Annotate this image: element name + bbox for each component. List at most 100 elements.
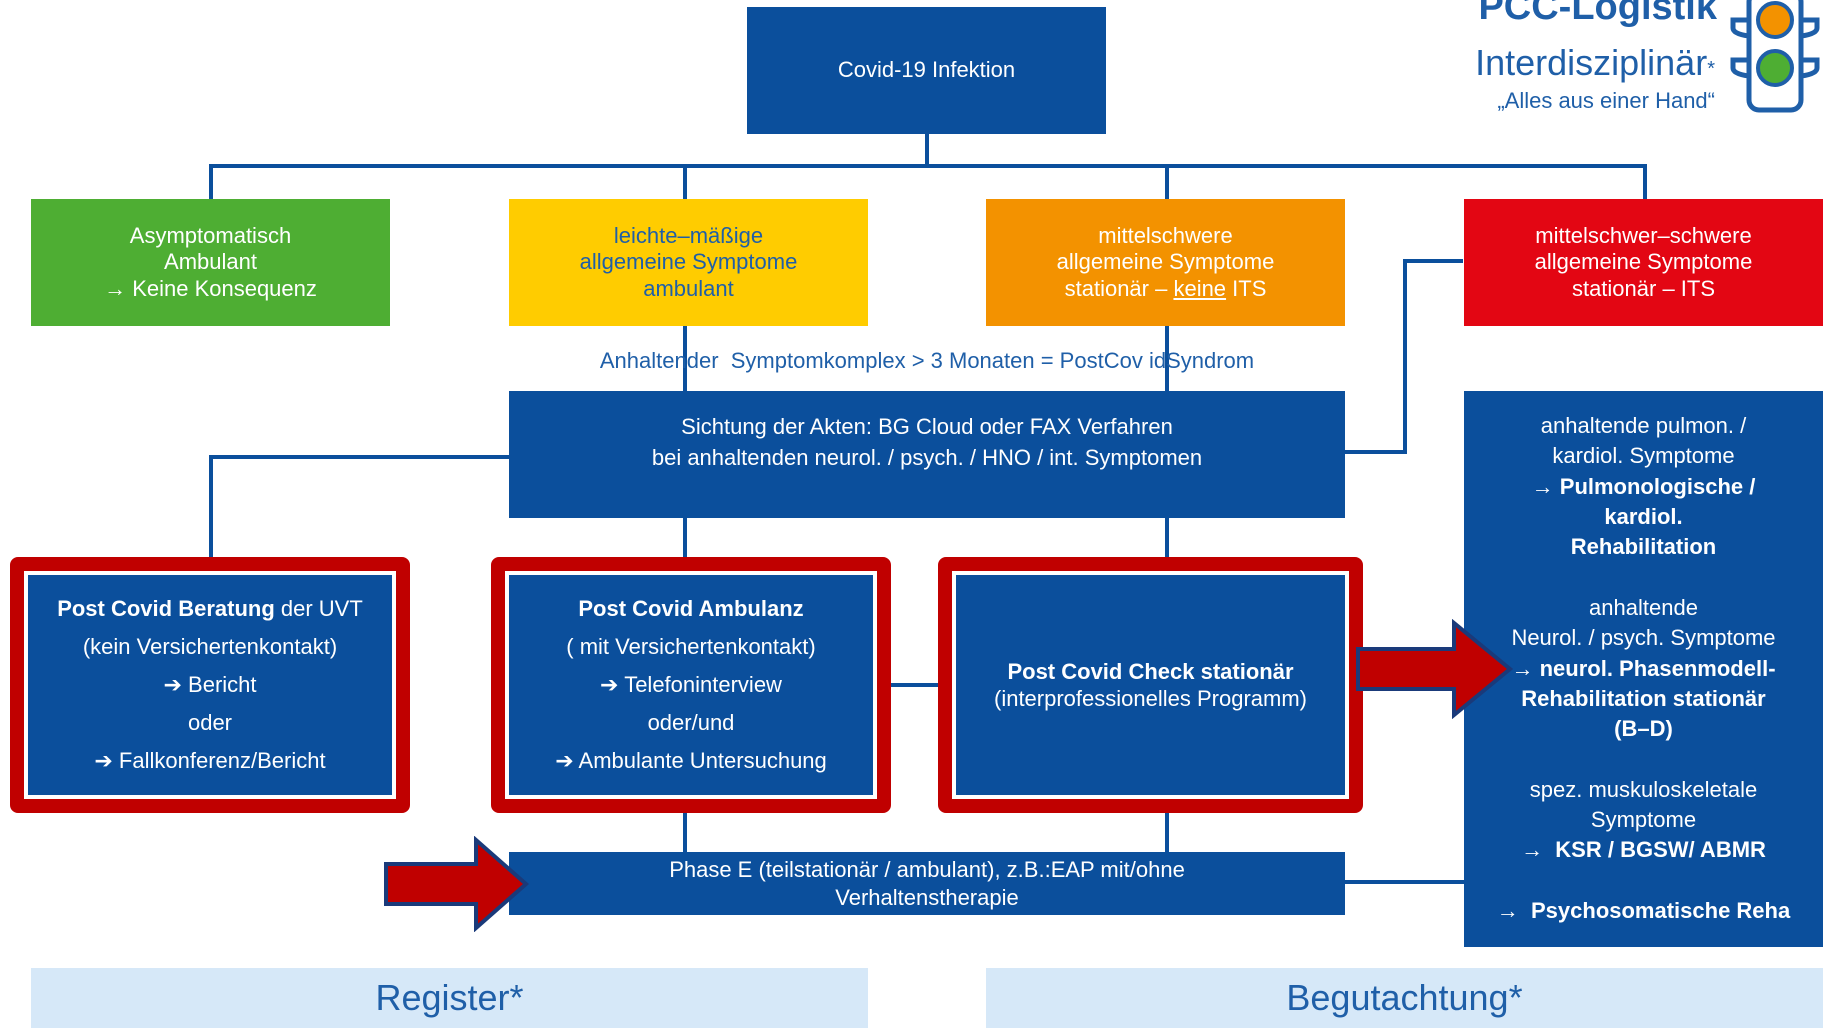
connector-ambulanz-check bbox=[870, 683, 950, 687]
connector-drop-asym bbox=[209, 164, 213, 200]
connector-review-left bbox=[209, 455, 511, 459]
syndrome-note: Anhaltender Symptomkomplex > 3 Monaten =… bbox=[599, 348, 1255, 373]
check-title: Post Covid Check stationär bbox=[1007, 658, 1294, 684]
beratung-line5: ➔ Fallkonferenz/Bericht bbox=[94, 747, 326, 773]
rehab-pulmo-line1: anhaltende pulmon. / bbox=[1540, 413, 1747, 438]
connector-drop-mild bbox=[683, 164, 687, 200]
rehab-neuro-bold1: neurol. Phasenmodell- bbox=[1539, 655, 1776, 681]
begutachtung-label: Begutachtung* bbox=[1286, 977, 1523, 1019]
review-line2: bei anhaltenden neurol. / psych. / HNO /… bbox=[651, 444, 1203, 470]
rehab-musk-line1: spez. muskuloskeletale bbox=[1529, 776, 1758, 802]
logo-tagline: „Alles aus einer Hand“ bbox=[1497, 88, 1715, 113]
moderate-line2: allgemeine Symptome bbox=[1056, 249, 1275, 275]
arrow-to-rehab-icon bbox=[1356, 619, 1514, 719]
logo-subtitle-wrap: Interdisziplinär* bbox=[1475, 42, 1715, 84]
rehab-neuro-line2: Neurol. / psych. Symptome bbox=[1511, 625, 1776, 651]
beratung-line4: oder bbox=[187, 709, 233, 735]
covid-infection-label: Covid-19 Infektion bbox=[837, 57, 1016, 83]
covid-infection-box: Covid-19 Infektion bbox=[747, 7, 1106, 134]
moderate-line3-underlined: keine bbox=[1173, 275, 1227, 301]
connector-phase-to-rehab bbox=[1344, 880, 1464, 884]
rehab-pulmo-bold2: kardiol. bbox=[1604, 504, 1683, 530]
ambulanz-line4: oder/und bbox=[647, 709, 735, 735]
asym-line2: Ambulant bbox=[164, 249, 257, 275]
asym-line3: → Keine Konsequenz bbox=[104, 275, 317, 301]
connector-drop-moderate bbox=[1165, 164, 1169, 200]
ambulanz-title: Post Covid Ambulanz bbox=[578, 596, 804, 622]
moderate-line3-pre: stationär – bbox=[1064, 275, 1174, 301]
beratung-line2: (kein Versichertenkontakt) bbox=[82, 634, 338, 660]
beratung-line3: ➔ Bericht bbox=[163, 672, 257, 698]
rehab-pulmo-result: → Pulmonologische / bbox=[1532, 472, 1756, 502]
beratung-frame: Post Covid Beratung der UVT (kein Versic… bbox=[10, 557, 410, 813]
severe-line3: stationär – ITS bbox=[1571, 275, 1716, 301]
register-footer: Register* bbox=[31, 968, 868, 1028]
severity-mild-box: leichte–mäßige allgemeine Symptome ambul… bbox=[509, 199, 868, 326]
moderate-line1: mittelschwere bbox=[1098, 222, 1233, 248]
severe-line2: allgemeine Symptome bbox=[1534, 249, 1753, 275]
rehab-neuro-arrow: → bbox=[1511, 655, 1534, 681]
rehab-pulmo-line2: kardiol. Symptome bbox=[1552, 443, 1735, 469]
traffic-light-icon bbox=[1730, 0, 1820, 113]
connector-top-stem bbox=[925, 132, 929, 166]
rehab-neuro-result: → neurol. Phasenmodell- bbox=[1511, 654, 1775, 684]
severity-severe-box: mittelschwer–schwere allgemeine Symptome… bbox=[1464, 199, 1823, 326]
rehab-musk-result: → KSR / BGSW/ ABMR bbox=[1521, 835, 1766, 865]
rehab-musk-line2: Symptome bbox=[1590, 806, 1697, 832]
rehab-neuro-bold2: Rehabilitation stationär bbox=[1521, 685, 1766, 711]
severity-moderate-box: mittelschwere allgemeine Symptome statio… bbox=[986, 199, 1345, 326]
connector-right-up bbox=[1403, 259, 1407, 454]
review-line1: Sichtung der Akten: BG Cloud oder FAX Ve… bbox=[681, 414, 1173, 439]
rehab-psycho-bold: Psychosomatische Reha bbox=[1531, 897, 1791, 923]
asym-line1: Asymptomatisch bbox=[129, 222, 292, 248]
logo-asterisk: * bbox=[1707, 58, 1715, 80]
logo-subtitle: Interdisziplinär bbox=[1475, 42, 1708, 83]
ambulanz-line2: ( mit Versichertenkontakt) bbox=[566, 634, 816, 660]
severity-asymptomatic-box: Asymptomatisch Ambulant → Keine Konseque… bbox=[31, 199, 390, 326]
moderate-line3: stationär – keine ITS bbox=[1065, 276, 1267, 302]
beratung-box: Post Covid Beratung der UVT (kein Versic… bbox=[24, 571, 396, 799]
mild-line2: allgemeine Symptome bbox=[579, 249, 798, 275]
rehab-box: anhaltende pulmon. / kardiol. Symptome →… bbox=[1464, 391, 1823, 947]
check-box: Post Covid Check stationär (interprofess… bbox=[952, 571, 1349, 799]
rehab-pulmo-bold1: Pulmonologische / bbox=[1559, 473, 1756, 499]
phase-e-box: Phase E (teilstationär / ambulant), z.B.… bbox=[509, 852, 1345, 915]
arrow-to-phase-e-icon bbox=[384, 836, 530, 932]
review-box: Sichtung der Akten: BG Cloud oder FAX Ve… bbox=[509, 391, 1345, 518]
begutachtung-footer: Begutachtung* bbox=[986, 968, 1823, 1028]
connector-review-right bbox=[1344, 450, 1406, 454]
rehab-pulmo-arrow: → bbox=[1531, 473, 1554, 499]
rehab-psycho-result: → Psychosomatische Reha bbox=[1497, 896, 1790, 926]
moderate-line3-post: ITS bbox=[1226, 275, 1267, 301]
rehab-neuro-line1: anhaltende bbox=[1589, 594, 1698, 620]
connector-mild-down bbox=[683, 325, 687, 393]
connector-moderate-down bbox=[1165, 325, 1169, 393]
rehab-psycho-arrow: → bbox=[1496, 897, 1519, 923]
rehab-musk-bold: KSR / BGSW/ ABMR bbox=[1555, 837, 1766, 863]
ambulanz-box: Post Covid Ambulanz ( mit Versichertenko… bbox=[505, 571, 877, 799]
ambulanz-frame: Post Covid Ambulanz ( mit Versichertenko… bbox=[491, 557, 891, 813]
mild-line3: ambulant bbox=[643, 275, 734, 301]
beratung-title-bold: Post Covid Beratung bbox=[57, 596, 275, 622]
rehab-neuro-bold3: (B–D) bbox=[1614, 716, 1673, 742]
connector-right-to-severe bbox=[1403, 259, 1463, 263]
rehab-musk-arrow: → bbox=[1521, 837, 1544, 863]
connector-check-to-phase bbox=[1165, 813, 1169, 853]
severe-line1: mittelschwer–schwere bbox=[1535, 222, 1752, 248]
connector-review-to-ambulanz bbox=[683, 517, 687, 559]
ambulanz-line3: ➔ Telefoninterview bbox=[600, 672, 782, 698]
phase-e-line2: Verhaltenstherapie bbox=[835, 884, 1019, 910]
logo-title: PCC-Logistik bbox=[1478, 0, 1717, 28]
beratung-title: Post Covid Beratung der UVT bbox=[57, 590, 363, 628]
phase-e-line1: Phase E (teilstationär / ambulant), z.B.… bbox=[669, 857, 1185, 882]
connector-ambulanz-to-phase bbox=[683, 813, 687, 853]
connector-review-to-check bbox=[1165, 517, 1169, 559]
ambulanz-line5: ➔ Ambulante Untersuchung bbox=[555, 747, 827, 773]
logo: PCC-Logistik Interdisziplinär* „Alles au… bbox=[1385, 0, 1825, 115]
connector-left-down bbox=[209, 455, 213, 558]
register-label: Register* bbox=[375, 977, 524, 1019]
connector-drop-severe bbox=[1643, 164, 1647, 200]
connector-top-horizontal bbox=[209, 164, 1647, 168]
beratung-title-rest: der UVT bbox=[274, 596, 363, 622]
mild-line1: leichte–mäßige bbox=[613, 222, 764, 248]
